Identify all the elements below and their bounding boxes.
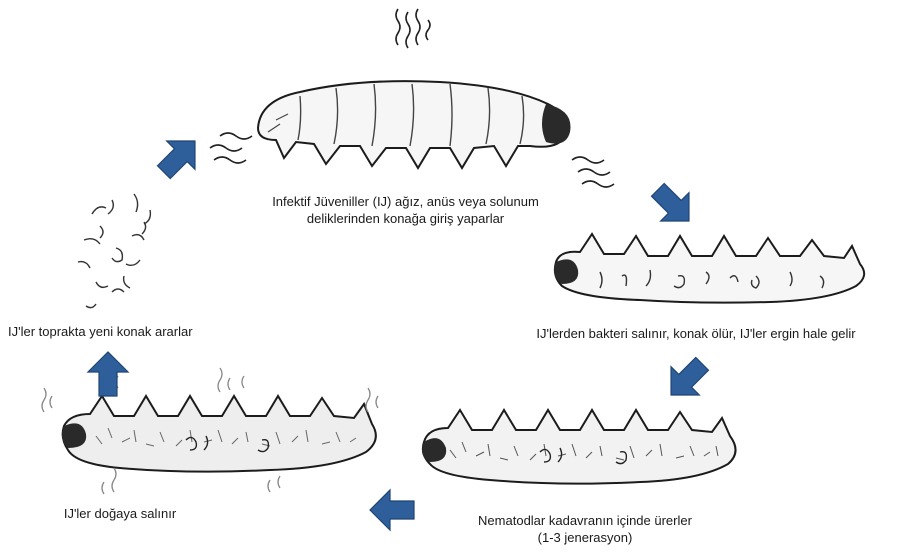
nematode-icon [210,133,252,163]
arrow-icon [657,350,716,409]
bacteria-release-label: IJ'lerden bakteri salınır, konak ölür, I… [486,325,906,342]
entry-label-line1: Infektif Jüveniller (IJ) ağız, anüs veya… [218,193,593,210]
arrow-icon [88,352,128,396]
entry-label-line2: deliklerinden konağa giriş yaparlar [218,210,593,227]
entry-label: Infektif Jüveniller (IJ) ağız, anüs veya… [218,193,593,227]
reproduction-label-line2: (1-3 jenerasyon) [435,529,735,546]
arrow-icon [150,127,209,186]
nematode-icon [78,194,150,308]
emerging-larva-icon [62,396,376,472]
cadaver-larva-icon [422,410,736,484]
arrow-icon [644,176,703,235]
reproduction-label: Nematodlar kadavranın içinde ürerler (1-… [435,512,735,546]
arrow-icon [370,490,414,530]
odor-icon [396,9,430,48]
reproduction-label-line1: Nematodlar kadavranın içinde ürerler [435,512,735,529]
release-label: IJ'ler doğaya salınır [20,505,220,522]
healthy-larva-icon [258,81,571,168]
infected-larva-icon [554,234,864,303]
host-search-label: IJ'ler toprakta yeni konak ararlar [8,323,278,340]
nematode-icon [572,157,614,187]
